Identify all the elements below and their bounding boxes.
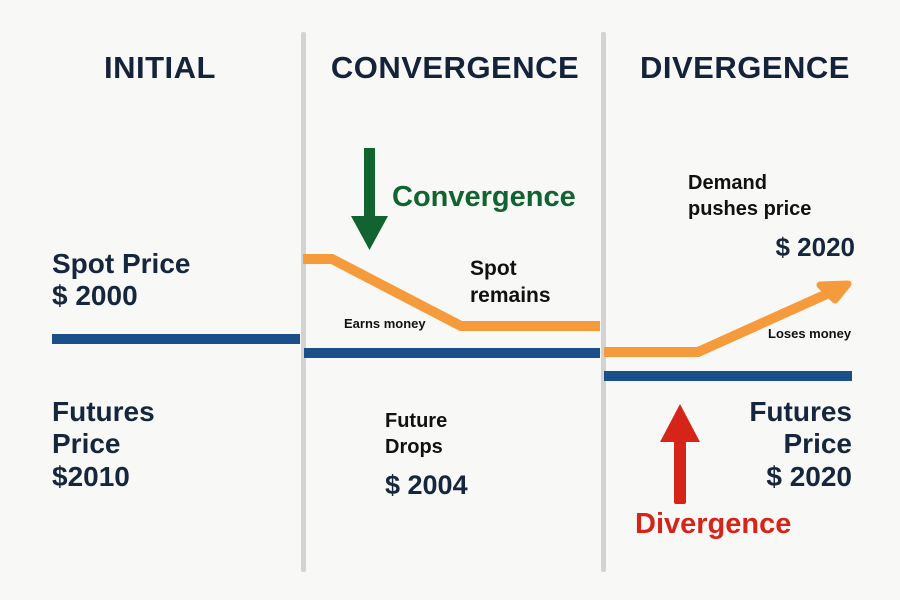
divergence-loses-money-note: Loses money: [768, 326, 852, 341]
divergence-futures-price-label: Futures Price $ 2020: [749, 396, 852, 492]
convergence-earns-money-note: Earns money: [344, 316, 426, 331]
spot-line-divergence: [604, 284, 841, 357]
section-divider-1: [301, 32, 306, 572]
convergence-arrow-label: Convergence: [392, 181, 576, 213]
spot-line-arrowhead-icon: [816, 280, 852, 304]
convergence-future-drops-note: Future Drops: [385, 410, 448, 458]
section-title-convergence: CONVERGENCE: [330, 50, 580, 85]
convergence-arrow-icon: [351, 148, 388, 250]
divergence-arrow-label: Divergence: [635, 508, 792, 540]
divergence-demand-value: $ 2020: [775, 232, 855, 262]
divergence-arrow-icon: [660, 404, 700, 504]
convergence-future-drops-value: $ 2004: [385, 470, 468, 500]
section-title-initial: INITIAL: [104, 50, 216, 85]
spot-line-convergence: [303, 254, 600, 331]
section-divider-2: [601, 32, 606, 572]
section-title-divergence: DIVERGENCE: [640, 50, 850, 85]
divergence-demand-note: Demand pushes price: [688, 172, 812, 220]
convergence-spot-remains-note: Spot remains: [470, 257, 551, 308]
initial-futures-price-label: Futures Price $2010: [52, 396, 155, 492]
initial-spot-price-label: Spot Price $ 2000: [52, 248, 191, 312]
